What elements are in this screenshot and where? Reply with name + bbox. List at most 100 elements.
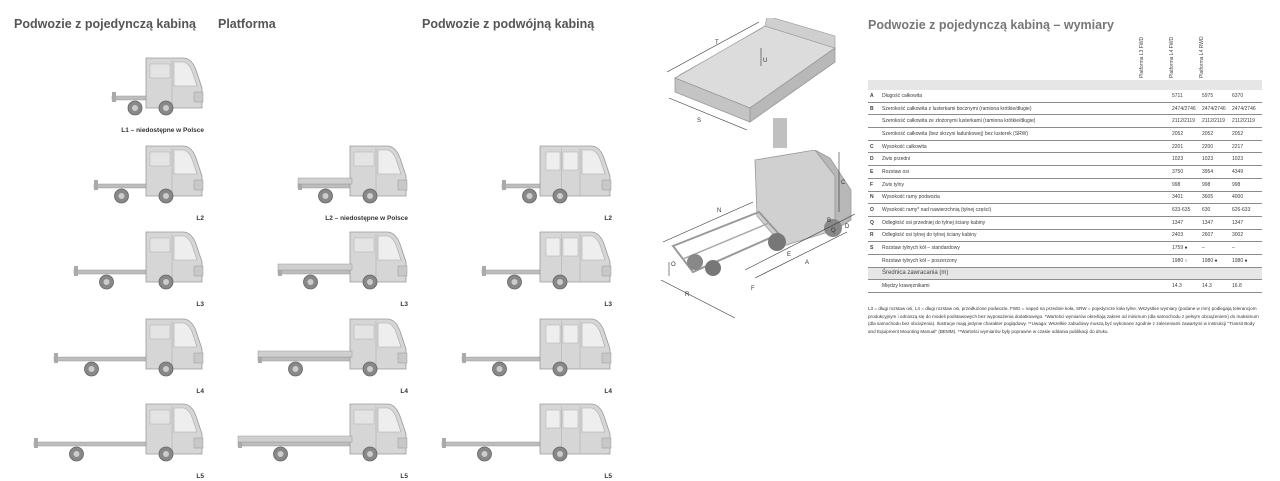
vehicle-double-l5: L5	[422, 398, 612, 480]
dim-letter: N	[717, 208, 721, 214]
row-code: F	[868, 178, 882, 192]
row-value: 633-635	[1172, 203, 1202, 217]
vehicle-platform-l4: L4	[218, 313, 408, 395]
row-value: 998	[1202, 178, 1232, 192]
vehicle-label: L2	[604, 215, 612, 222]
dim-letter: A	[805, 260, 809, 266]
dim-letter: F	[751, 286, 755, 292]
row-value: 16.8	[1232, 279, 1262, 293]
row-value: 2201	[1172, 140, 1202, 154]
row-value: 630	[1202, 203, 1232, 217]
row-code: A	[868, 90, 882, 103]
row-value: 14.3	[1202, 279, 1232, 293]
dim-letter: T	[715, 40, 719, 46]
row-value: 1980 ●	[1232, 254, 1262, 268]
row-value: 1980 ●	[1202, 254, 1232, 268]
dim-letter: D	[845, 224, 850, 230]
table-header-band	[868, 80, 1262, 90]
row-code: E	[868, 165, 882, 179]
vehicle-platform-l5: L5	[218, 398, 408, 480]
dim-letter: O	[671, 262, 676, 268]
vehicle-double-l2: L2	[422, 140, 612, 222]
row-value: 1023	[1232, 152, 1262, 167]
row-value: 1759 ●	[1172, 241, 1202, 255]
row-label: Rozstaw tylnych kół – standardowy	[882, 241, 1172, 255]
row-label: Między krawężnikami	[882, 279, 1172, 293]
vehicle-label: L2	[196, 215, 204, 222]
row-value: 1347	[1202, 216, 1232, 230]
vehicle-label: L3	[400, 301, 408, 308]
heading-double-cab: Podwozie z podwójną kabiną	[422, 17, 595, 31]
row-value: 2474/2746	[1232, 102, 1262, 116]
row-value: 2112/2119	[1232, 114, 1262, 129]
vehicle-single-l3: L3	[14, 226, 204, 308]
row-code: R	[868, 229, 882, 243]
row-code	[868, 114, 882, 129]
row-value: 4000	[1232, 191, 1262, 205]
row-code: N	[868, 191, 882, 205]
vehicle-label: L4	[196, 388, 204, 395]
vehicle-single-l4: L4	[14, 313, 204, 395]
vehicle-single-l5: L5	[14, 398, 204, 480]
row-value: 4349	[1232, 165, 1262, 179]
row-value: 3954	[1202, 165, 1232, 179]
row-value: 3401	[1172, 191, 1202, 205]
row-value: 998	[1232, 178, 1262, 192]
row-value: 2112/2119	[1172, 114, 1202, 129]
vehicle-label: L5	[604, 473, 612, 480]
dim-letter: Q	[831, 228, 836, 234]
row-value: 3002	[1232, 229, 1262, 243]
row-value: –	[1202, 241, 1232, 255]
row-value: 2474/2746	[1202, 102, 1232, 116]
dim-letter: U	[763, 58, 767, 64]
chassis-dimension-diagram: C N O D B E A F Q R	[660, 150, 856, 319]
dim-letter: R	[685, 292, 690, 298]
dim-letter: E	[787, 252, 791, 258]
row-label: Odległość osi przedniej do tylnej ściany…	[882, 216, 1172, 230]
row-value: 5975	[1202, 90, 1232, 103]
row-value: 3605	[1202, 191, 1232, 205]
vehicle-single-l2: L2	[14, 140, 204, 222]
vehicle-label: L1 – niedostępne w Polsce	[121, 127, 204, 134]
row-value: 2112/2119	[1202, 114, 1232, 129]
vehicle-label: L5	[400, 473, 408, 480]
row-label: Wysokość ramy podwozia	[882, 191, 1172, 205]
row-value: 6370	[1232, 90, 1262, 103]
row-code: C	[868, 140, 882, 154]
row-value: 1347	[1232, 216, 1262, 230]
row-value: 1023	[1172, 152, 1202, 167]
vehicle-platform-l2: L2 – niedostępne w Polsce	[218, 140, 408, 222]
row-value: 2052	[1202, 127, 1232, 141]
row-code: Q	[868, 216, 882, 230]
row-value: 1023	[1202, 152, 1232, 167]
vehicle-label: L3	[604, 301, 612, 308]
row-code: O	[868, 203, 882, 217]
row-label: Szerokość całkowita z lusterkami bocznym…	[882, 102, 1172, 116]
row-value: 14.3	[1172, 279, 1202, 293]
row-label: Szerokość całkowita ze złożonymi lusterk…	[882, 114, 1172, 129]
row-value: 2403	[1172, 229, 1202, 243]
platform-dimension-diagram: T U S	[666, 18, 836, 148]
row-label: Rozstaw tylnych kół – poszerzony	[882, 254, 1172, 268]
column-header: Platforma L4 RWD	[1199, 36, 1205, 78]
row-label: Odległość osi tylnej do tylnej ściany ka…	[882, 229, 1172, 243]
heading-platform: Platforma	[218, 17, 276, 31]
row-code: D	[868, 152, 882, 167]
row-label: Wysokość ramy* nad nawierzchnią (tylnej …	[882, 203, 1172, 217]
section-row: Średnica zawracania (m)	[868, 267, 1262, 281]
row-value: 2607	[1202, 229, 1232, 243]
table-row: Szerokość całkowita (bez skrzyni ładunko…	[868, 127, 1262, 141]
row-value: 2474/2746	[1172, 102, 1202, 116]
spec-notes: L3 = długi rozstaw osi, L4 = długi rozst…	[868, 306, 1259, 334]
